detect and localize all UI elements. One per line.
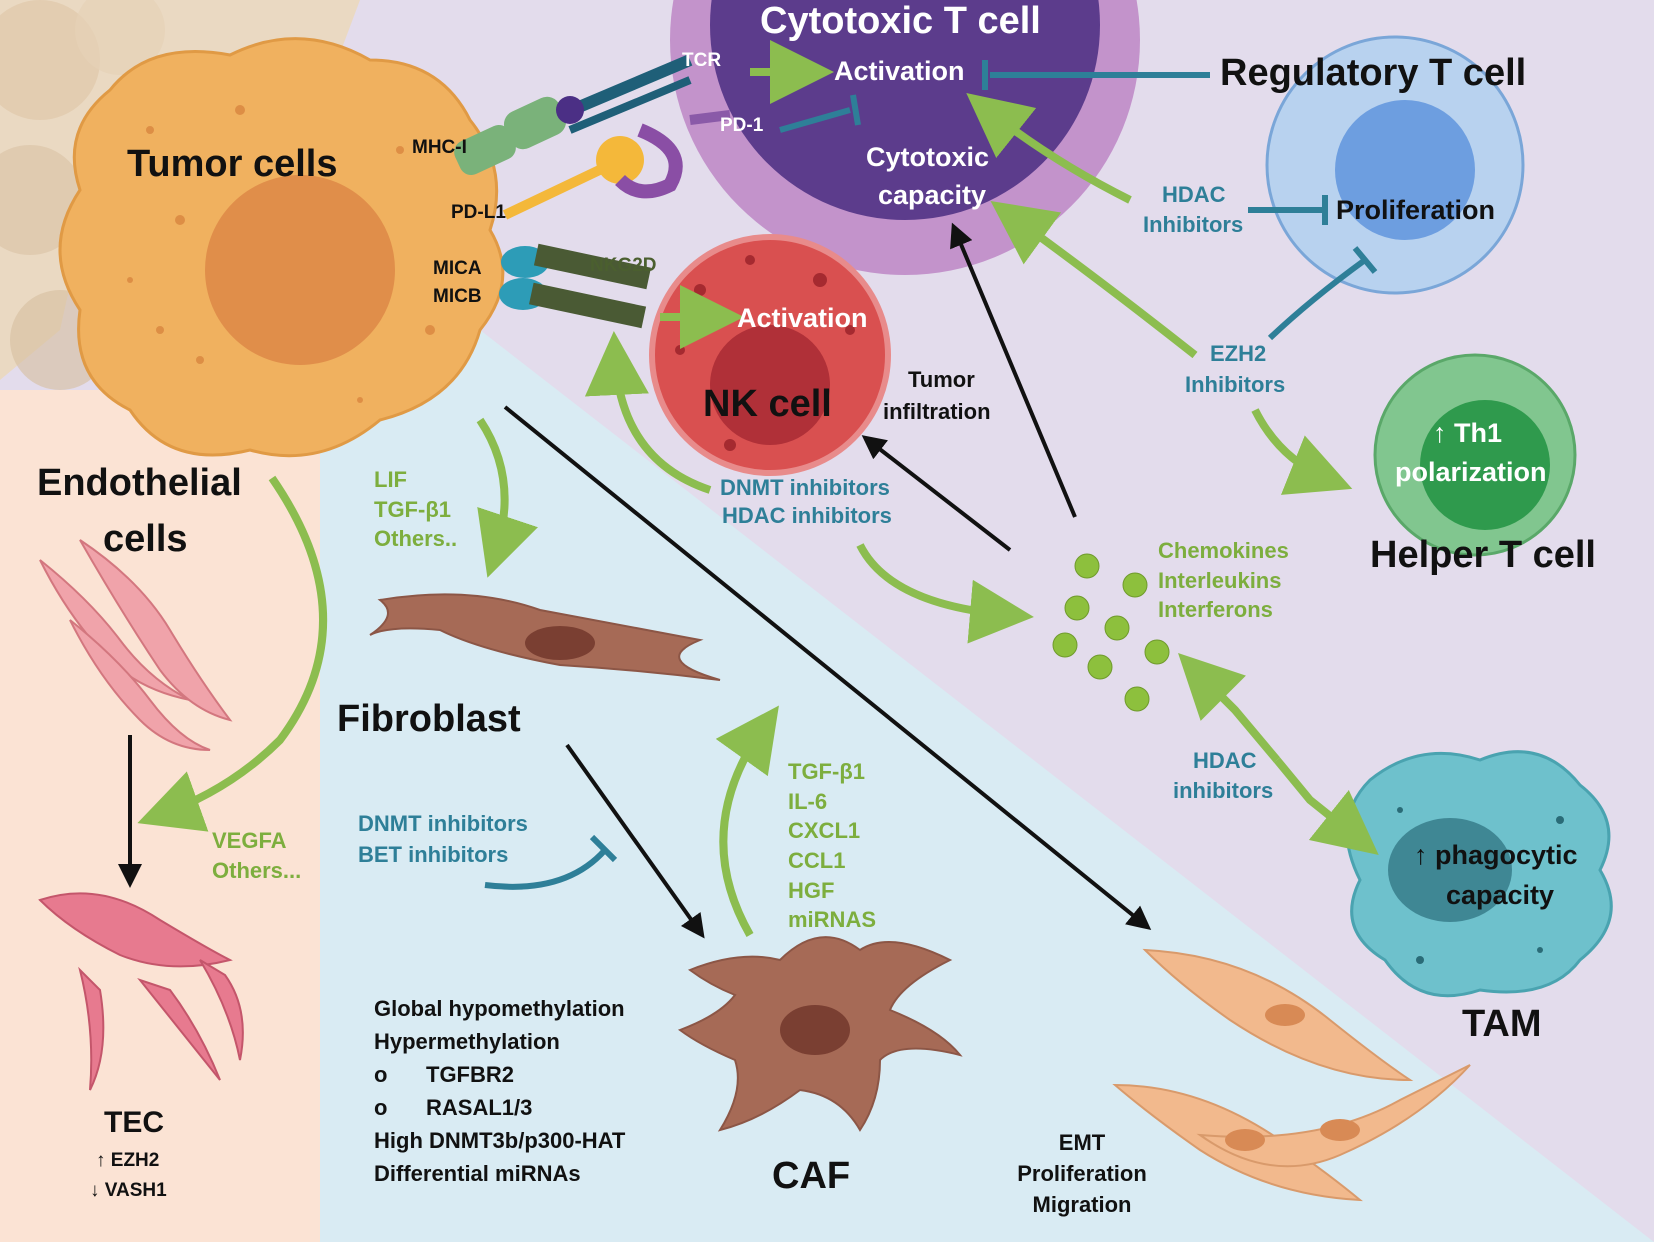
fibroblast-label: Fibroblast xyxy=(337,698,521,740)
tec-label: TEC xyxy=(104,1106,164,1139)
factor-ccl1: CCL1 xyxy=(788,848,846,874)
activation-t-label: Activation xyxy=(834,56,965,86)
bet-inhibitors-caf-label: BET inhibitors xyxy=(358,842,509,867)
tumor-infiltration-label-1: Tumor xyxy=(908,367,975,392)
factor-lif: LIF xyxy=(374,467,407,492)
nkg2d-label: NKG2D xyxy=(590,255,657,276)
activation-nk-label: Activation xyxy=(737,303,868,333)
cytotoxic-t-cell-label: Cytotoxic T cell xyxy=(760,0,1041,42)
dnmt-inhibitors-caf-label: DNMT inhibitors xyxy=(358,811,528,836)
vegfa-factors: VEGFA Others... xyxy=(212,826,301,885)
chemokine-dots xyxy=(1052,553,1170,712)
chemokine-list: Chemokines Interleukins Interferons xyxy=(1158,536,1289,625)
mhc-i-label: MHC-I xyxy=(412,137,467,158)
interleukins: Interleukins xyxy=(1158,567,1282,593)
endothelial-cell-shapes xyxy=(39,539,233,751)
high-dnmt3b: High DNMT3b/p300-HAT xyxy=(374,1128,626,1153)
factor-il6: IL-6 xyxy=(788,788,828,814)
nk-cell-label: NK cell xyxy=(703,383,832,425)
tec-vash1: ↓ VASH1 xyxy=(90,1180,167,1201)
regulatory-t-cell-label: Regulatory T cell xyxy=(1220,52,1527,94)
tgfbr2: TGFBR2 xyxy=(426,1062,514,1087)
factor-caf-tgfb1: TGF-β1 xyxy=(788,759,865,784)
th1-label: ↑ Th1 xyxy=(1433,418,1503,448)
hdac-inhibitors-nk-label: HDAC inhibitors xyxy=(722,503,892,528)
micb-label: MICB xyxy=(433,286,482,307)
hdac-inhibitors-treg-label-2: Inhibitors xyxy=(1143,212,1244,237)
factor-others: Others.. xyxy=(374,526,458,552)
phagocytic-capacity-label: capacity xyxy=(1446,880,1555,910)
cytotoxic-capacity-label-1: Cytotoxic xyxy=(866,142,990,172)
hypermethylation: Hypermethylation xyxy=(374,1029,560,1054)
tcr-label: TCR xyxy=(682,50,722,71)
caf-secreted-factors: TGF-β1 IL-6 CXCL1 CCL1 HGF miRNAS xyxy=(788,757,876,935)
dnmt-inhibitors-nk-label: DNMT inhibitors xyxy=(720,475,890,500)
ezh2-inhibitors-label-1: EZH2 xyxy=(1210,341,1267,366)
emt-notes: EMT Proliferation Migration xyxy=(1012,1128,1152,1220)
bullet-2: o xyxy=(374,1095,388,1120)
tam-label: TAM xyxy=(1462,1003,1542,1045)
chemokines: Chemokines xyxy=(1158,538,1289,563)
ezh2-inhibitors-label-2: Inhibitors xyxy=(1185,372,1286,397)
phagocytic-label: ↑ phagocytic xyxy=(1414,840,1578,870)
proliferation-emt: Proliferation xyxy=(1017,1160,1147,1186)
polarization-label: polarization xyxy=(1395,457,1547,487)
factor-vegfa: VEGFA xyxy=(212,828,287,853)
cytotoxic-capacity-label-2: capacity xyxy=(878,180,987,210)
rasal13: RASAL1/3 xyxy=(426,1095,533,1120)
tec-ezh2: ↑ EZH2 xyxy=(96,1150,160,1171)
endothelial-label-2: cells xyxy=(103,518,188,560)
proliferation-label: Proliferation xyxy=(1336,195,1496,225)
factor-tgfb1: TGF-β1 xyxy=(374,496,451,522)
tumor-cells-label: Tumor cells xyxy=(127,143,338,185)
bullet-1: o xyxy=(374,1062,388,1087)
factor-cxcl1: CXCL1 xyxy=(788,818,861,844)
migration: Migration xyxy=(1032,1191,1132,1217)
pd-1-label: PD-1 xyxy=(720,115,764,136)
hdac-inhibitors-tam-label-2: inhibitors xyxy=(1173,778,1274,803)
hdac-inhibitors-tam-label-1: HDAC xyxy=(1193,748,1257,773)
differential-mirnas: Differential miRNAs xyxy=(374,1161,581,1186)
tumor-nucleus xyxy=(205,175,395,365)
tumor-infiltration-label-2: infiltration xyxy=(883,399,991,424)
global-hypomethylation: Global hypomethylation xyxy=(374,996,625,1021)
factor-mirnas: miRNAS xyxy=(788,907,877,933)
tec-cell-shapes xyxy=(38,892,244,1091)
interferons: Interferons xyxy=(1158,597,1273,623)
caf-label: CAF xyxy=(772,1155,851,1197)
pd-l1-label: PD-L1 xyxy=(451,202,506,223)
tumor-fibroblast-factors: LIF TGF-β1 Others.. xyxy=(374,465,457,554)
factor-hgf: HGF xyxy=(788,877,835,903)
mica-label: MICA xyxy=(433,258,482,279)
factor-others-endo: Others... xyxy=(212,857,302,883)
hdac-inhibitors-treg-label-1: HDAC xyxy=(1162,182,1226,207)
emt: EMT xyxy=(1058,1130,1106,1155)
endothelial-label-1: Endothelial xyxy=(37,462,242,504)
helper-t-cell-label: Helper T cell xyxy=(1370,534,1596,576)
